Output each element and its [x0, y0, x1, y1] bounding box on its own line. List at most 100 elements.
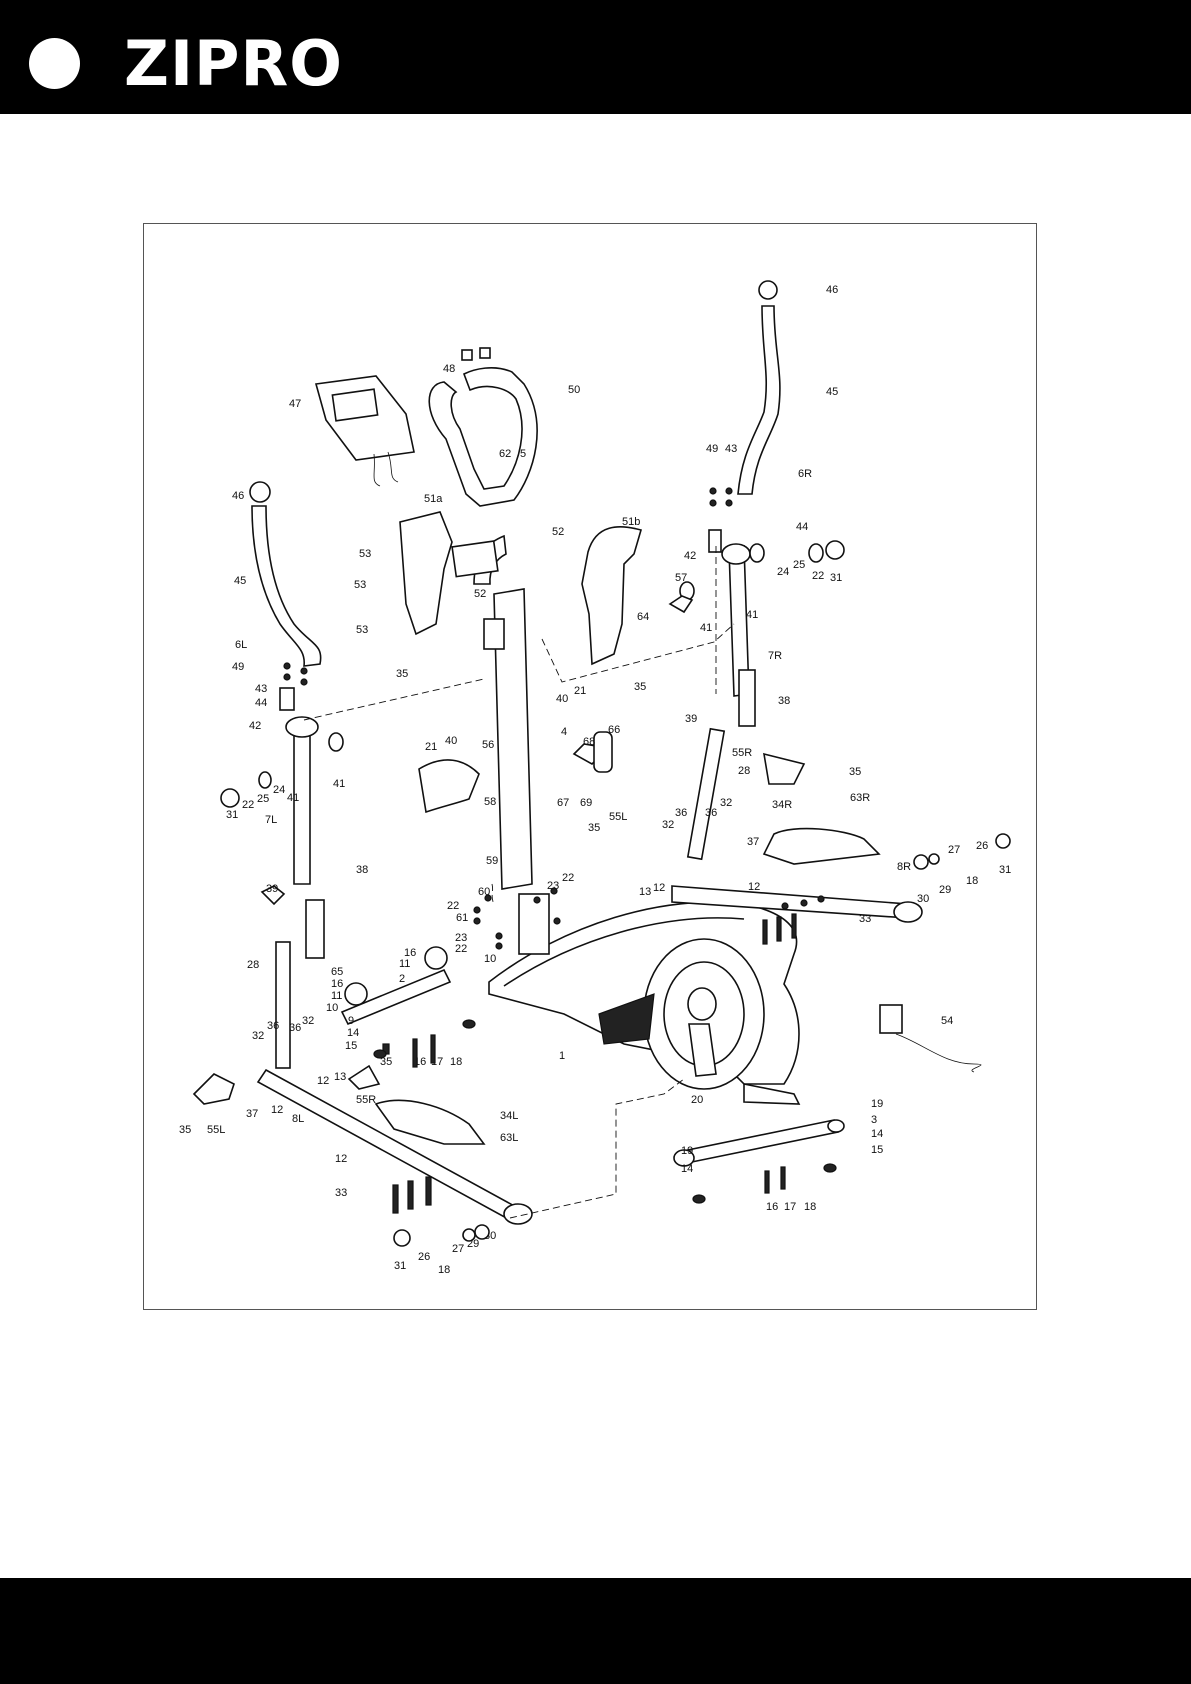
part-label: 34R — [772, 799, 792, 811]
part-label: 20 — [691, 1094, 703, 1106]
part-label: 41 — [333, 778, 345, 790]
part-label: 61 — [456, 912, 468, 924]
part-label: 35 — [849, 766, 861, 778]
part-label: 36 — [675, 807, 687, 819]
part-label: 27 — [948, 844, 960, 856]
part-label: 42 — [249, 720, 261, 732]
part-label: 46 — [826, 284, 838, 296]
part-label: 16 — [331, 978, 343, 990]
part-label: 59 — [486, 855, 498, 867]
part-label: 62 — [499, 448, 511, 460]
part-label: 43 — [255, 683, 267, 695]
part-label: 42 — [684, 550, 696, 562]
front-stabilizer — [340, 946, 452, 1026]
part-label: 12 — [653, 882, 665, 894]
rear-stabilizer — [673, 1119, 845, 1167]
part-label: 41 — [700, 622, 712, 634]
handlebar — [428, 347, 538, 507]
part-label: 54 — [941, 1015, 953, 1027]
part-label: 11 — [331, 990, 342, 1002]
part-label: 39 — [266, 883, 278, 895]
part-label: 14 — [871, 1128, 883, 1140]
part-label: 69 — [580, 797, 592, 809]
part-label: 31 — [830, 572, 842, 584]
part-label: 44 — [796, 521, 808, 533]
part-label: 22 — [447, 900, 459, 912]
exploded-parts-diagram: 46 45 6R 49 43 44 48 50 47 62 5 46 45 6L… — [143, 223, 1037, 1310]
part-label: 28 — [247, 959, 259, 971]
part-label: 21 — [425, 741, 437, 753]
part-label: 50 — [568, 384, 580, 396]
part-label: 38 — [778, 695, 790, 707]
part-label: 55L — [207, 1124, 225, 1136]
part-label: 24 — [777, 566, 789, 578]
part-label: 8R — [897, 861, 911, 873]
hardware-marks — [283, 487, 1011, 1247]
part-label: 23 — [455, 932, 467, 944]
part-label: 67 — [557, 797, 569, 809]
part-label: 13 — [334, 1071, 346, 1083]
part-label: 17 — [784, 1201, 796, 1213]
part-label: 51b — [622, 516, 640, 528]
part-label: 56 — [482, 739, 494, 751]
part-label: 63R — [850, 792, 870, 804]
part-label: 68 — [583, 736, 595, 748]
brand-logo: ZIPRO — [124, 27, 343, 100]
part-label: 52 — [552, 526, 564, 538]
callout-labels: 46 45 6R 49 43 44 48 50 47 62 5 46 45 6L… — [179, 284, 1011, 1276]
part-label: 26 — [976, 840, 988, 852]
main-frame — [488, 893, 801, 1105]
logo-circle-icon — [29, 38, 80, 89]
part-label: 19 — [871, 1098, 883, 1110]
part-label: 32 — [720, 797, 732, 809]
part-label: 12 — [335, 1153, 347, 1165]
adapter — [879, 1004, 982, 1073]
part-label: 6L — [235, 639, 247, 651]
shrouds — [399, 511, 642, 814]
part-label: 12 — [748, 881, 760, 893]
part-label: 55R — [356, 1094, 376, 1106]
part-label: 44 — [255, 697, 267, 709]
part-label: 32 — [662, 819, 674, 831]
part-label: 31 — [394, 1260, 406, 1272]
part-label: 34L — [500, 1110, 518, 1122]
part-label: 3 — [871, 1114, 877, 1126]
part-label: 63L — [500, 1132, 518, 1144]
footer-bar — [0, 1578, 1191, 1684]
part-label: 53 — [359, 548, 371, 560]
part-label: 2 — [399, 973, 405, 985]
part-label: 46 — [232, 490, 244, 502]
part-label: 35 — [634, 681, 646, 693]
part-label: 28 — [738, 765, 750, 777]
part-label: 31 — [226, 809, 238, 821]
part-label: 30 — [917, 893, 929, 905]
upright-post — [451, 534, 533, 890]
part-label: 22 — [562, 872, 574, 884]
part-label: 49 — [232, 661, 244, 673]
part-label: 35 — [179, 1124, 191, 1136]
part-label: 24 — [273, 784, 285, 796]
part-label: 10 — [326, 1002, 338, 1014]
part-label: 14 — [681, 1163, 693, 1175]
part-label: 32 — [302, 1015, 314, 1027]
part-label: 18 — [804, 1201, 816, 1213]
part-label: 36 — [267, 1020, 279, 1032]
part-label: 27 — [452, 1243, 464, 1255]
part-label: 53 — [354, 579, 366, 591]
part-label: 7R — [768, 650, 782, 662]
part-label: 12 — [271, 1104, 283, 1116]
header-bar: ZIPRO — [0, 0, 1191, 114]
part-label: 19 — [681, 1145, 693, 1157]
part-label: 33 — [859, 913, 871, 925]
part-label: 18 — [966, 875, 978, 887]
part-label: 12 — [317, 1075, 329, 1087]
part-label: 64 — [637, 611, 649, 623]
part-label: 11 — [399, 958, 410, 970]
part-label: 21 — [574, 685, 586, 697]
console — [314, 375, 415, 487]
part-label: 9 — [348, 1015, 354, 1027]
part-label: 25 — [257, 793, 269, 805]
part-label: 22 — [242, 799, 254, 811]
part-label: 45 — [826, 386, 838, 398]
part-label: 10 — [484, 953, 496, 965]
